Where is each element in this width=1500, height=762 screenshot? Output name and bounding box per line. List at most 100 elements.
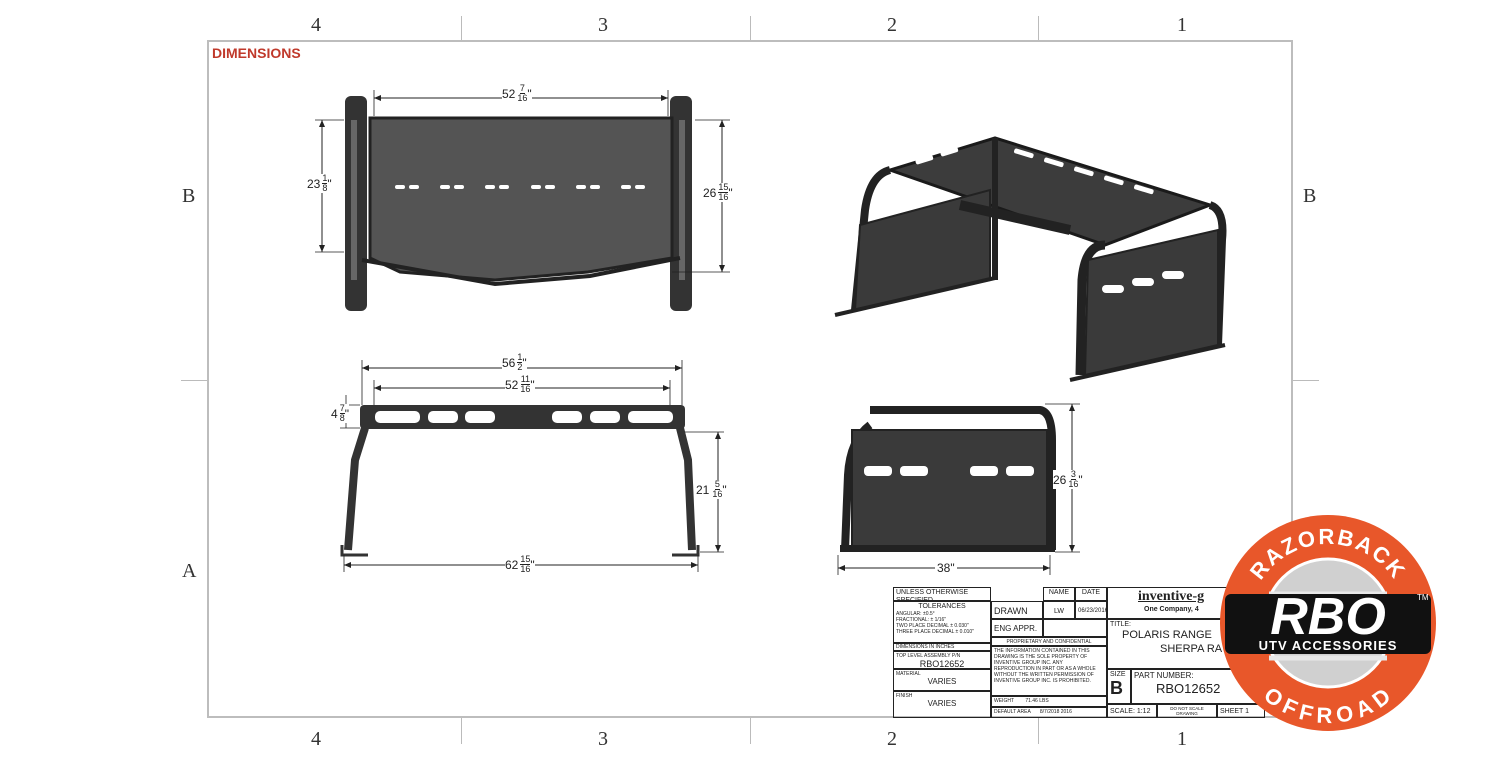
- logo-main-text: RBO: [1270, 588, 1386, 646]
- zone-top-3: 3: [598, 14, 608, 36]
- drawing-sheet-border: [207, 40, 1293, 718]
- logo-tm: TM: [1417, 593, 1429, 602]
- dim-numerator: 11: [520, 374, 531, 385]
- zone-divider: [181, 380, 207, 381]
- tb-tol-line: FRACTIONAL: ± 1/16": [896, 617, 947, 624]
- tb-default-area-label: DEFAULT AREA: [994, 709, 1031, 715]
- tb-do-not-scale: DO NOT SCALE DRAWING: [1157, 704, 1217, 718]
- tb-scale: SCALE: 1:12: [1107, 704, 1157, 718]
- tb-title-label: TITLE:: [1110, 621, 1132, 628]
- dim-denominator: 16: [517, 93, 528, 103]
- dim-whole: 21: [696, 482, 710, 497]
- dim-numerator: 1: [517, 352, 523, 363]
- dim-numerator: 15: [520, 554, 531, 565]
- tb-size-value: B: [1110, 678, 1123, 699]
- tb-name-header: NAME: [1043, 587, 1075, 601]
- tb-sheet: SHEET 1: [1217, 704, 1265, 718]
- zone-divider: [1293, 380, 1319, 381]
- dim-numerator: 7: [519, 83, 525, 94]
- dim-denominator: 8: [339, 413, 345, 423]
- dim-denominator: 16: [718, 192, 729, 202]
- tb-prop-header: PROPRIETARY AND CONFIDENTIAL: [991, 637, 1107, 646]
- dim-whole: 52: [505, 377, 519, 392]
- tb-drawn-label: DRAWN: [991, 601, 1043, 619]
- dim-numerator: 1: [322, 173, 328, 184]
- tb-unless-cell: UNLESS OTHERWISE SPECIFIED: [893, 587, 991, 601]
- dim-whole: 26: [1053, 472, 1067, 487]
- tb-material-label: MATERIAL: [896, 671, 921, 677]
- side-view-drawing: [837, 403, 1080, 575]
- tb-drawn-by: LW: [1043, 601, 1075, 619]
- tb-eng-appr-blank: [1043, 619, 1107, 637]
- tb-tolerances-title: TOLERANCES: [918, 603, 966, 610]
- zone-left-b: B: [182, 185, 196, 207]
- tb-size: SIZE B: [1107, 669, 1131, 704]
- dim-whole: 62: [505, 557, 519, 572]
- razorback-logo: RBO TM UTV ACCESSORIES RAZORBACK OFFROAD: [1220, 515, 1436, 731]
- dim-whole: 26: [703, 185, 717, 200]
- tb-size-label: SIZE: [1110, 671, 1126, 678]
- dim-numerator: 7: [339, 403, 345, 414]
- zone-right-b: B: [1303, 185, 1317, 207]
- tb-part-label: PART NUMBER:: [1134, 671, 1194, 680]
- drawing-title: DIMENSIONS: [212, 45, 301, 61]
- zone-left-a: A: [182, 560, 197, 582]
- tb-tol-line: TWO PLACE DECIMAL ± 0.030": [896, 623, 969, 630]
- tb-tol-line: ANGULAR: ±0.5°: [896, 611, 935, 618]
- tb-drawn-date: 06/23/2016: [1075, 601, 1107, 619]
- tb-title-line1: POLARIS RANGE: [1122, 629, 1212, 642]
- tb-prop-text: THE INFORMATION CONTAINED IN THIS DRAWIN…: [991, 646, 1107, 696]
- tb-tol-line: THREE PLACE DECIMAL ± 0.010": [896, 629, 974, 636]
- zone-bottom-3: 3: [598, 728, 608, 750]
- dim-numerator: 3: [1070, 469, 1076, 480]
- isometric-view-drawing: [834, 136, 1227, 382]
- company-name: inventive-g: [1138, 589, 1205, 604]
- zone-divider: [461, 16, 462, 40]
- dim-denominator: 16: [1068, 479, 1079, 489]
- zone-bottom-2: 2: [887, 728, 897, 750]
- dim-whole: 4: [331, 406, 338, 421]
- dim-denominator: 16: [712, 489, 723, 499]
- logo-banner: [1225, 594, 1431, 654]
- logo-sub-text: UTV ACCESSORIES: [1259, 638, 1398, 653]
- dim-denominator: 16: [520, 564, 531, 574]
- dim-denominator: 8: [322, 183, 328, 193]
- top-view-drawing: [315, 90, 730, 311]
- zone-divider: [1038, 16, 1039, 40]
- zone-top-2: 2: [887, 14, 897, 36]
- tb-material-value: VARIES: [927, 677, 957, 686]
- tb-title: TITLE: POLARIS RANGE SHERPA RA: [1107, 619, 1265, 669]
- zone-divider: [461, 718, 462, 744]
- tb-eng-appr: ENG APPR.: [991, 619, 1043, 637]
- zone-divider: [750, 718, 751, 744]
- tb-top-assembly-label: TOP LEVEL ASSEMBLY P/N: [896, 653, 961, 659]
- tb-default-area-value: 8/7/2018 2016: [1039, 709, 1072, 715]
- dim-denominator: 2: [517, 362, 523, 372]
- tb-material: MATERIAL VARIES: [893, 669, 991, 691]
- dim-denominator: 16: [520, 384, 531, 394]
- zone-top-4: 4: [311, 14, 321, 36]
- tb-finish-value: VARIES: [927, 699, 957, 708]
- tb-finish-label: FINISH: [896, 693, 913, 699]
- tb-finish: FINISH VARIES: [893, 691, 991, 718]
- tb-weight: WEIGHT 71.46 LBS: [991, 696, 1107, 707]
- tb-interpret: DIMENSIONS IN INCHES: [893, 643, 991, 651]
- dim-whole: 52: [502, 86, 516, 101]
- tb-tolerances: TOLERANCES ANGULAR: ±0.5° FRACTIONAL: ± …: [893, 601, 991, 643]
- zone-top-1: 1: [1177, 14, 1187, 36]
